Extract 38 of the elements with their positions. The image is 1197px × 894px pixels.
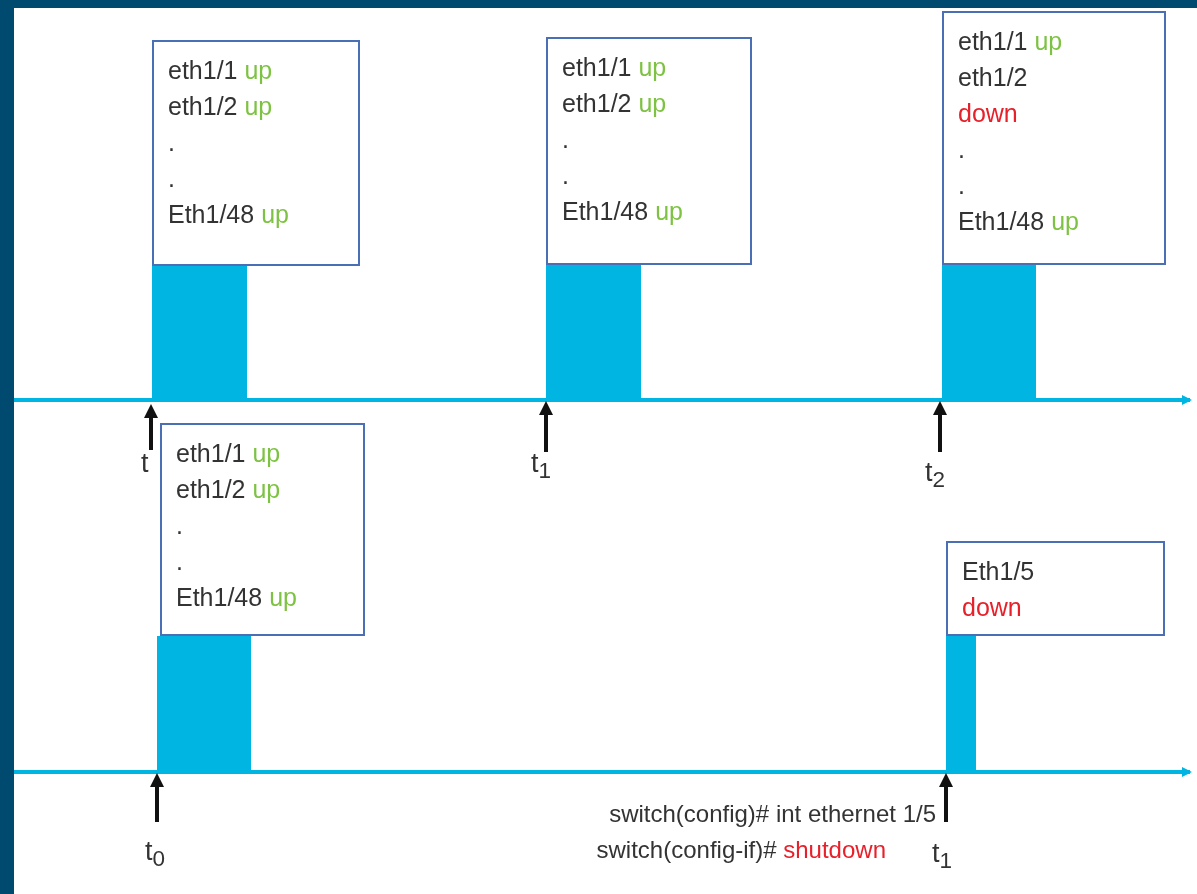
interface-status-text: eth1/2 up	[168, 91, 274, 122]
signal-pulse	[157, 636, 251, 772]
interface-status-text: Eth1/48 up	[176, 582, 298, 613]
time-label: t$_{1}$	[531, 448, 552, 485]
interface-status-text: .	[176, 546, 184, 577]
interface-status-text: .	[562, 160, 570, 191]
interface-status-text: Eth1/48 up	[168, 199, 290, 230]
status-box	[152, 40, 360, 266]
interface-status-text: eth1/1 up	[562, 52, 668, 83]
interface-status-text: eth1/2 up	[562, 88, 668, 119]
interface-status-text: Eth1/48 up	[562, 196, 684, 227]
interface-status-text: .	[168, 127, 176, 158]
time-label: t$_{2}$	[925, 457, 946, 494]
signal-pulse	[152, 266, 247, 400]
interface-status-text: eth1/1 up	[168, 55, 274, 86]
command-text: switch(config)# int ethernet 1/5	[609, 800, 936, 828]
interface-status-text: eth1/1 up	[176, 438, 282, 469]
signal-pulse	[946, 636, 976, 772]
interface-status-text: .	[958, 134, 966, 165]
interface-status-text: .	[562, 124, 570, 155]
status-box	[160, 423, 365, 636]
command-text: switch(config-if)# shutdown	[596, 836, 886, 864]
time-label: t	[141, 448, 149, 479]
status-box	[546, 37, 752, 265]
interface-status-text: eth1/1 up	[958, 26, 1064, 57]
interface-status-text: eth1/2 up	[176, 474, 282, 505]
interface-status-text: Eth1/5 down	[962, 556, 1036, 623]
signal-pulse	[546, 265, 641, 400]
status-box	[942, 11, 1166, 265]
time-label: t$_{1}$	[932, 838, 953, 875]
signal-pulse	[942, 265, 1036, 400]
interface-status-text: eth1/2 down	[958, 62, 1029, 129]
status-box	[946, 541, 1165, 636]
interface-status-text: .	[168, 163, 176, 194]
interface-status-text: Eth1/48 up	[958, 206, 1080, 237]
time-label: t$_{0}$	[145, 836, 166, 873]
interface-status-text: .	[958, 170, 966, 201]
interface-status-text: .	[176, 510, 184, 541]
